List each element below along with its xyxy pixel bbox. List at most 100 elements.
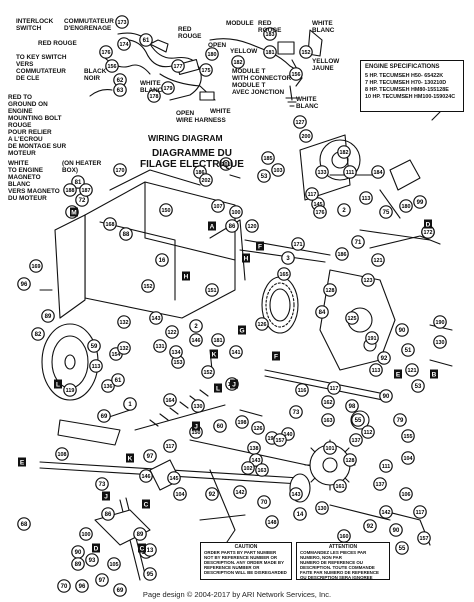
part-callout-number: 92 <box>367 524 374 530</box>
part-callout: 132 <box>117 341 131 355</box>
part-callout: 198 <box>235 415 249 429</box>
part-callout: 143 <box>249 453 263 467</box>
part-callout: 117 <box>413 505 427 519</box>
part-callout: 99 <box>413 195 427 209</box>
part-callout: 59 <box>87 339 101 353</box>
part-callout-number: 173 <box>118 20 127 26</box>
part-callout-number: 131 <box>156 344 165 350</box>
part-callout: 173 <box>115 15 129 29</box>
part-callout-number: 86 <box>105 512 112 518</box>
part-callout: 88 <box>119 227 133 241</box>
part-callout-number: 191 <box>368 336 377 342</box>
part-callout-number: 2 <box>342 208 346 214</box>
part-callout-number: 170 <box>116 168 125 174</box>
part-callout-number: 90 <box>393 528 400 534</box>
letter-tag-text: L <box>216 386 220 393</box>
part-callout-number: 107 <box>214 204 223 210</box>
part-callout-number: 130 <box>194 404 203 410</box>
part-callout-number: 96 <box>79 584 86 590</box>
part-callout: 102 <box>241 461 255 475</box>
part-callout: 3 <box>281 251 295 265</box>
letter-tag-text: J <box>104 494 108 501</box>
letter-tag-text: C <box>144 502 149 509</box>
part-callout-number: 63 <box>117 88 124 94</box>
shafts <box>39 369 391 485</box>
part-callout: 152 <box>299 45 313 59</box>
letter-tag-text: M <box>71 210 76 217</box>
part-callout: 190 <box>433 315 447 329</box>
part-callout: 182 <box>337 145 351 159</box>
part-callout: 100 <box>229 205 243 219</box>
part-callout-number: 130 <box>318 506 327 512</box>
part-callout-number: 180 <box>208 52 217 58</box>
part-callout: 104 <box>401 451 415 465</box>
part-callout-number: 152 <box>204 370 213 376</box>
part-callout-number: 113 <box>362 196 371 202</box>
part-callout: 105 <box>107 557 121 571</box>
main-housing <box>54 169 246 319</box>
part-callout: 156 <box>105 59 119 73</box>
part-callout: 92 <box>377 351 391 365</box>
part-callout-number: 89 <box>137 532 144 538</box>
part-callout: 170 <box>113 163 127 177</box>
part-callout: 157 <box>417 531 431 545</box>
part-callout-number: 174 <box>120 42 129 48</box>
part-callout: 174 <box>117 37 131 51</box>
part-callout-number: 1 <box>128 402 132 408</box>
part-callout: 151 <box>205 283 219 297</box>
part-callout-number: 75 <box>383 210 390 216</box>
part-callout-number: 55 <box>355 418 362 424</box>
part-callout-number: 181 <box>266 50 275 56</box>
part-callout: 148 <box>265 515 279 529</box>
part-callout: 70 <box>57 579 71 593</box>
letter-tag-text: A <box>210 224 215 231</box>
part-callout-number: 113 <box>92 364 101 370</box>
part-callout: 60 <box>213 419 227 433</box>
part-callout: 138 <box>247 441 261 455</box>
letter-tag-text: K <box>128 456 133 463</box>
part-callout: 132 <box>117 315 131 329</box>
part-callout-number: 121 <box>374 258 383 264</box>
part-callout-number: 133 <box>318 170 327 176</box>
part-callout: 104 <box>173 487 187 501</box>
part-callout-number: 73 <box>99 482 106 488</box>
part-callout-number: 92 <box>381 356 388 362</box>
part-callout-number: 104 <box>404 456 413 462</box>
part-callout: 122 <box>165 325 179 339</box>
part-callout-number: 148 <box>268 520 277 526</box>
part-callout-number: 152 <box>302 50 311 56</box>
part-callout-number: 130 <box>436 340 445 346</box>
letter-tag: B <box>430 369 438 379</box>
part-callout: 100 <box>79 527 93 541</box>
part-callout: 116 <box>295 383 309 397</box>
part-callout-number: 155 <box>404 434 413 440</box>
part-callout-number: 117 <box>308 192 317 198</box>
part-callout-number: 128 <box>346 458 355 464</box>
part-callout-number: 163 <box>258 468 267 474</box>
part-callout-number: 140 <box>284 432 293 438</box>
part-callout-number: 69 <box>101 414 108 420</box>
part-callout-number: 86 <box>229 224 236 230</box>
part-callout-number: 100 <box>82 532 91 538</box>
part-callout-number: 184 <box>374 170 383 176</box>
part-callout: 69 <box>113 583 127 597</box>
part-callout: 68 <box>17 517 31 531</box>
part-callout: 107 <box>211 199 225 213</box>
part-callout: 202 <box>199 173 213 187</box>
part-callout: 73 <box>289 405 303 419</box>
part-callout: 53 <box>411 379 425 393</box>
part-callout: 63 <box>113 83 127 97</box>
part-callout: 130 <box>315 501 329 515</box>
letter-tag-text: D <box>426 222 431 229</box>
part-callout: 125 <box>345 311 359 325</box>
part-callout: 142 <box>379 505 393 519</box>
part-callout: 1 <box>123 397 137 411</box>
part-callout: 126 <box>255 317 269 331</box>
part-callout: 133 <box>315 165 329 179</box>
part-callout: 187 <box>79 183 93 197</box>
